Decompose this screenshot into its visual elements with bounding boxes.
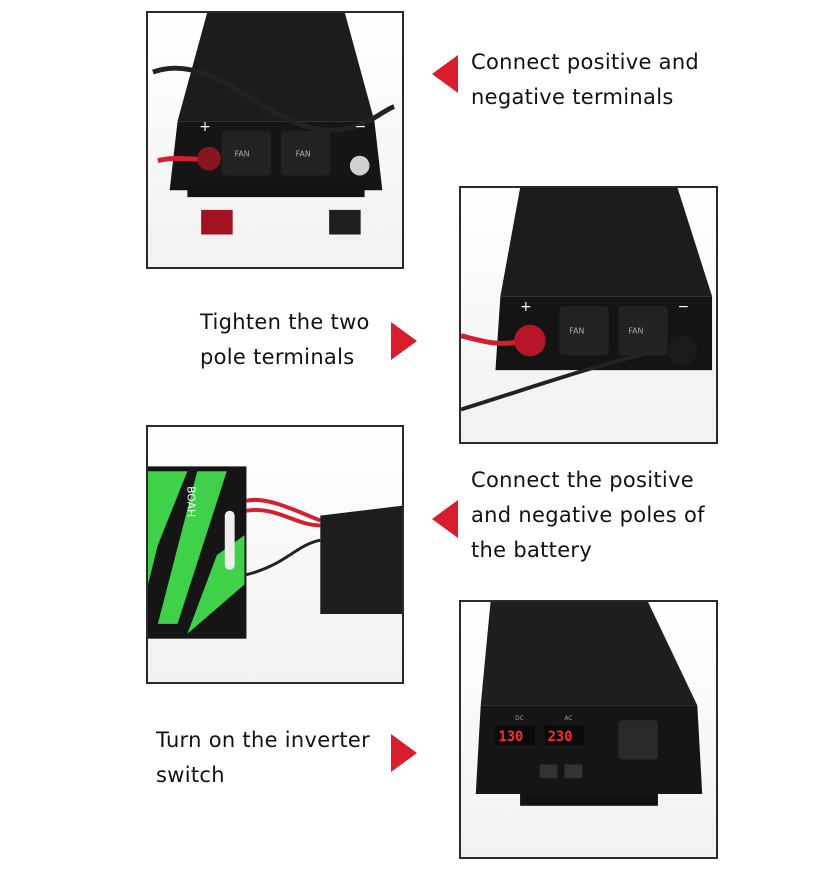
fan-label-2b: FAN [628,327,643,336]
step-2-arrow [391,322,417,360]
step-3-line-3: the battery [471,538,593,562]
step-3-photo: BOAH [146,425,404,684]
step-4-photo: 130 230 DC AC [459,600,718,859]
step-3-arrow [432,500,458,538]
step-4-line-2: switch [156,763,225,787]
ac-display: 230 [548,729,573,745]
step-1-line-2: negative terminals [471,85,674,109]
fan-label-2a: FAN [569,327,584,336]
step-4-arrow [391,734,417,772]
step-4-caption: Turn on the inverter switch [156,723,370,793]
step-3-caption: Connect the positive and negative poles … [471,463,705,568]
battery-brand: BOAH [184,486,197,517]
step-2-caption: Tighten the two pole terminals [200,305,370,375]
step-1-photo: FAN FAN + − [146,11,404,269]
step-2-line-2: pole terminals [200,345,355,369]
step-2-line-1: Tighten the two [200,310,370,334]
step-3-line-2: and negative poles of [471,503,705,527]
step-1-line-1: Connect positive and [471,50,700,74]
step-2-photo: FAN FAN + − [459,186,718,444]
minus-label: − [355,119,367,135]
dc-display: 130 [498,729,523,745]
dc-label: DC [515,716,524,722]
fan-label-left: FAN [235,150,250,159]
step-4-line-1: Turn on the inverter [156,728,371,752]
plus-label-2: + [520,299,532,315]
fan-label-right: FAN [296,150,311,159]
step-1-caption: Connect positive and negative terminals [471,45,699,115]
minus-label-2: − [678,299,690,315]
step-3-line-1: Connect the positive [471,468,695,492]
plus-label: + [199,119,211,135]
step-1-arrow [432,55,458,93]
ac-label: AC [564,716,572,722]
